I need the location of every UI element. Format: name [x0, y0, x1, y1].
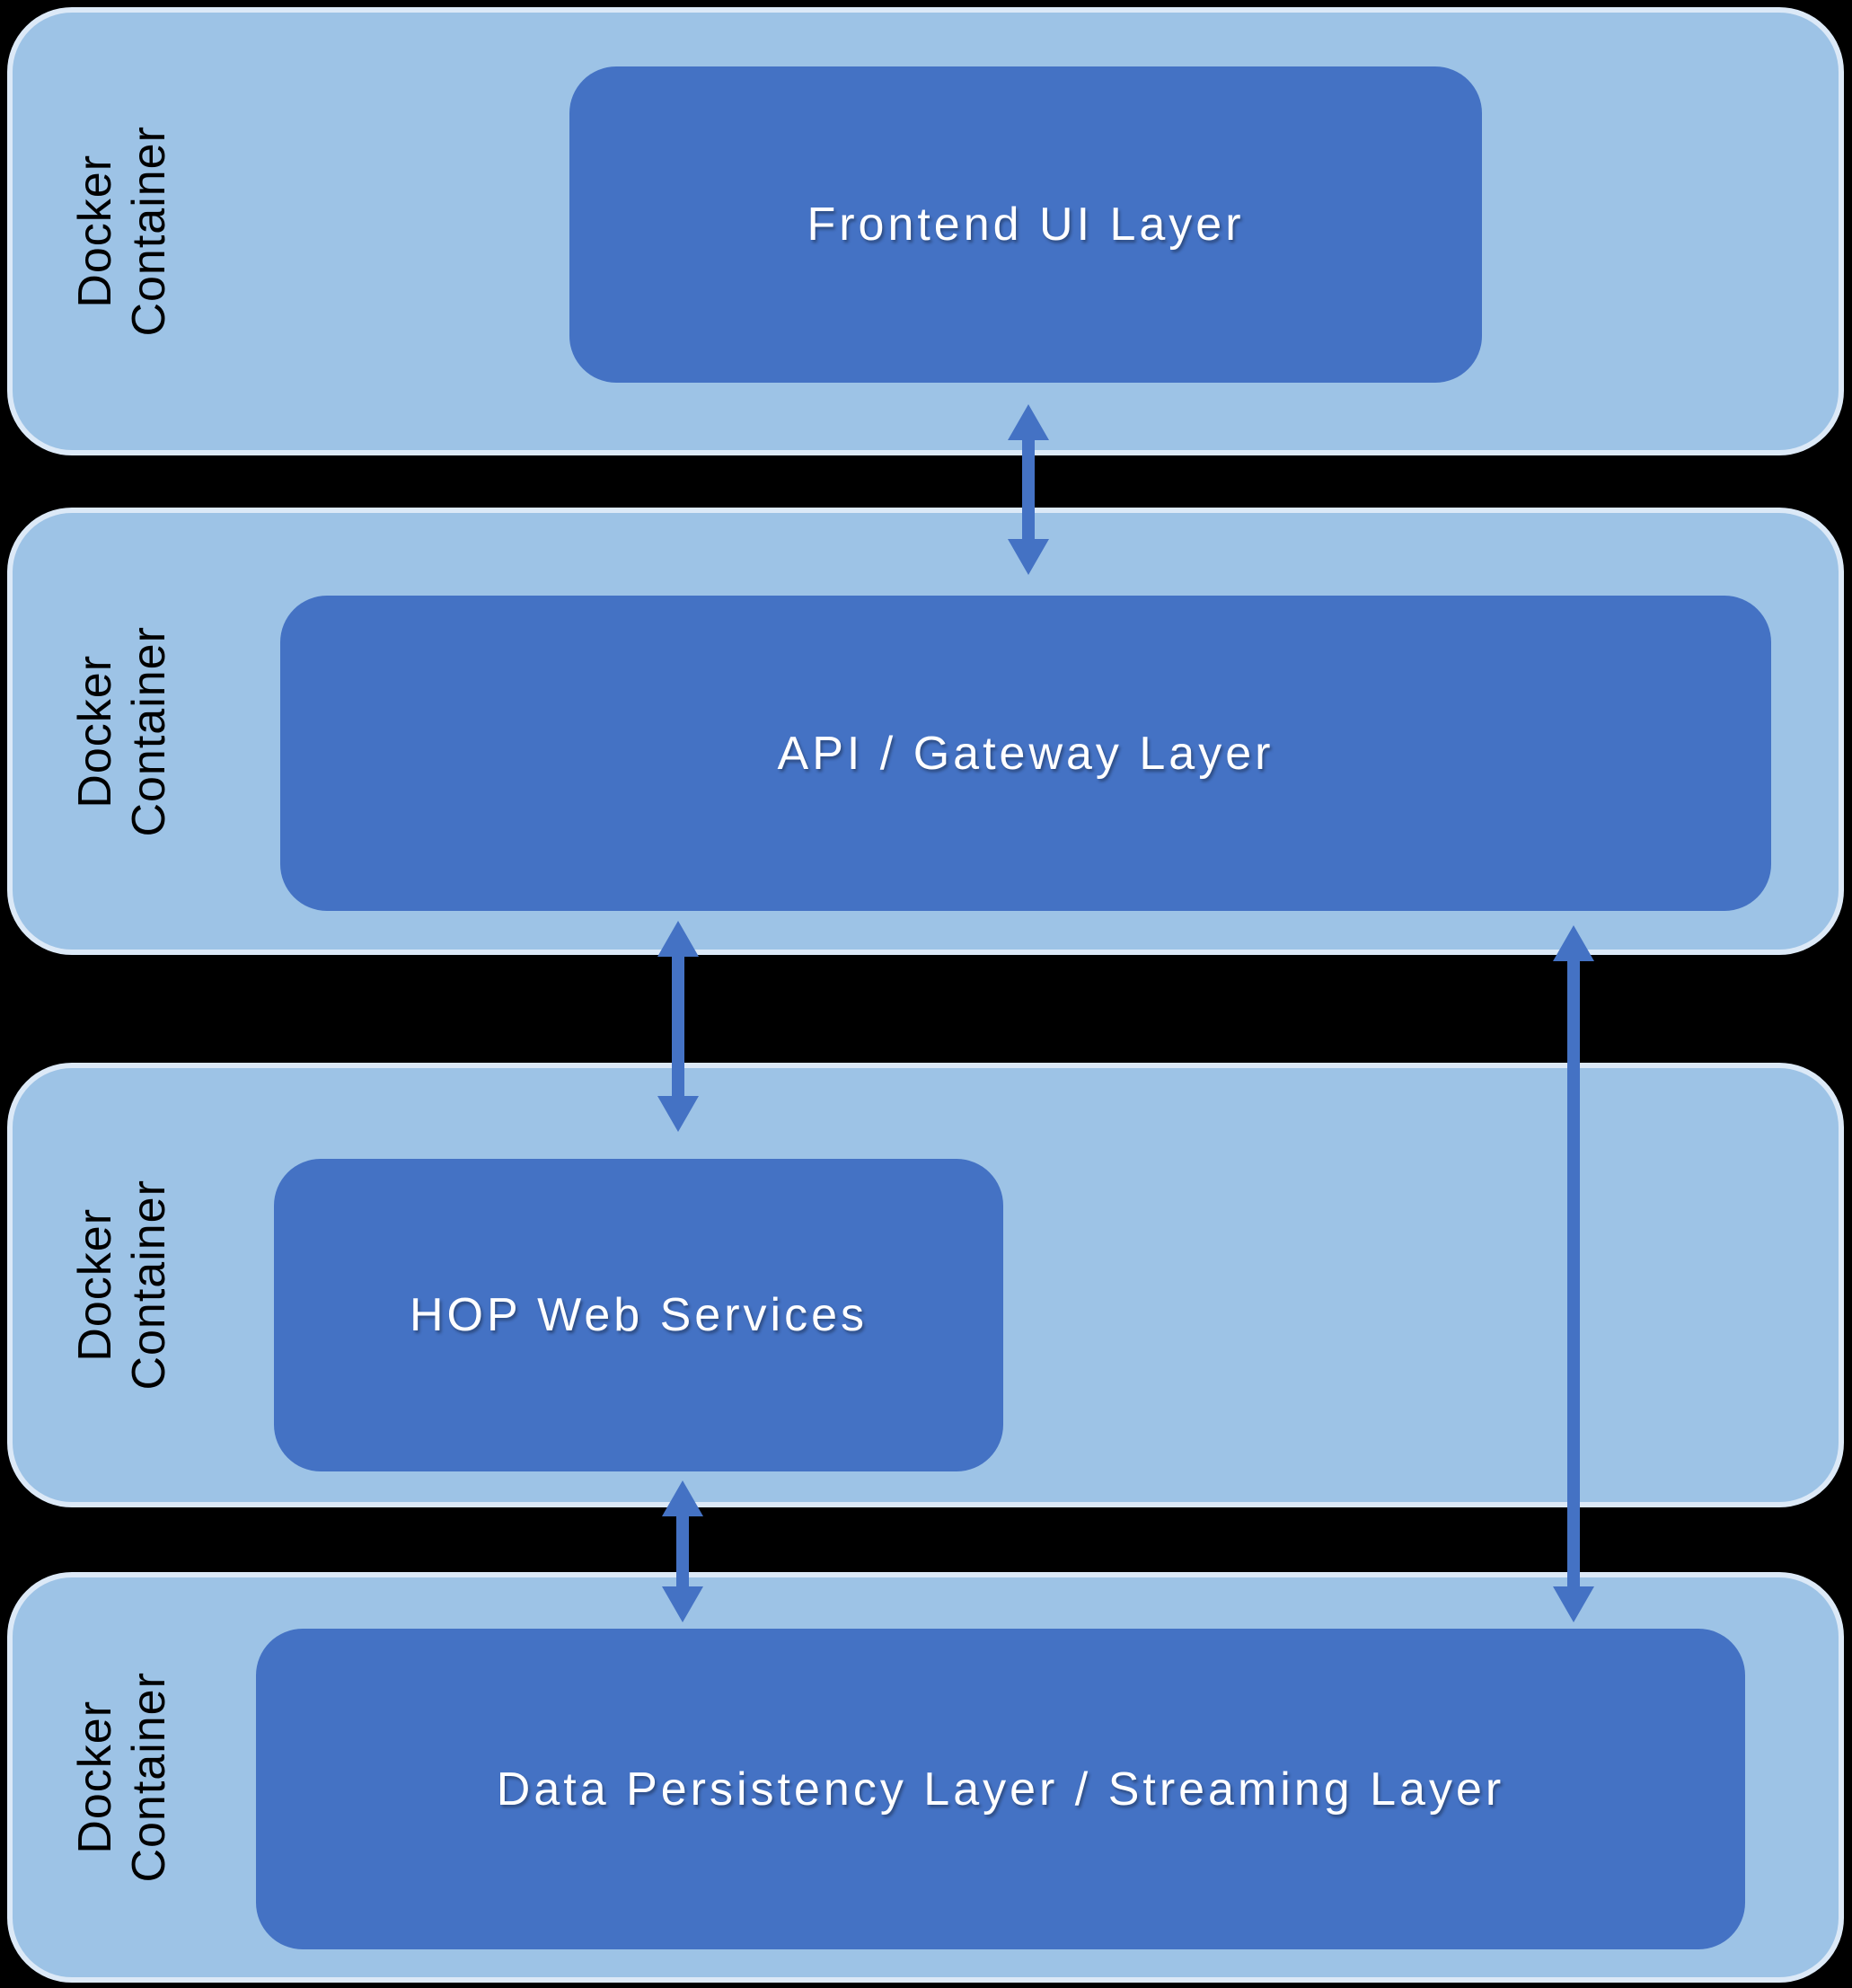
docker-label-line2: Container [123, 625, 176, 837]
docker-container-frontend: Docker Container Frontend UI Layer [7, 7, 1844, 455]
docker-container-label: Docker Container [68, 626, 177, 836]
docker-container-label-wrap: Docker Container [13, 13, 233, 450]
docker-container-api-gateway: Docker Container API / Gateway Layer [7, 508, 1844, 955]
docker-container-data-persistency: Docker Container Data Persistency Layer … [7, 1572, 1844, 1983]
data-persistency-layer-box: Data Persistency Layer / Streaming Layer [256, 1629, 1745, 1949]
api-gateway-layer-label: API / Gateway Layer [777, 727, 1274, 780]
docker-label-line2: Container [123, 126, 176, 337]
docker-container-label: Docker Container [68, 126, 177, 336]
frontend-ui-layer-box: Frontend UI Layer [569, 66, 1482, 383]
docker-container-label: Docker Container [68, 1672, 177, 1882]
hop-web-services-label: HOP Web Services [409, 1289, 868, 1341]
docker-container-label-wrap: Docker Container [13, 1577, 233, 1977]
docker-label-line1: Docker [69, 654, 122, 808]
docker-label-line1: Docker [69, 155, 122, 308]
data-persistency-layer-label: Data Persistency Layer / Streaming Layer [496, 1763, 1505, 1816]
docker-container-label-wrap: Docker Container [13, 1068, 233, 1502]
docker-label-line2: Container [123, 1180, 176, 1391]
docker-label-line1: Docker [69, 1208, 122, 1362]
docker-label-line1: Docker [69, 1701, 122, 1854]
api-gateway-layer-box: API / Gateway Layer [280, 596, 1771, 911]
hop-web-services-box: HOP Web Services [274, 1159, 1003, 1471]
docker-container-label: Docker Container [68, 1180, 177, 1390]
docker-label-line2: Container [123, 1672, 176, 1883]
frontend-ui-layer-label: Frontend UI Layer [807, 199, 1245, 251]
docker-container-hop-web-services: Docker Container HOP Web Services [7, 1063, 1844, 1507]
docker-container-label-wrap: Docker Container [13, 513, 233, 950]
